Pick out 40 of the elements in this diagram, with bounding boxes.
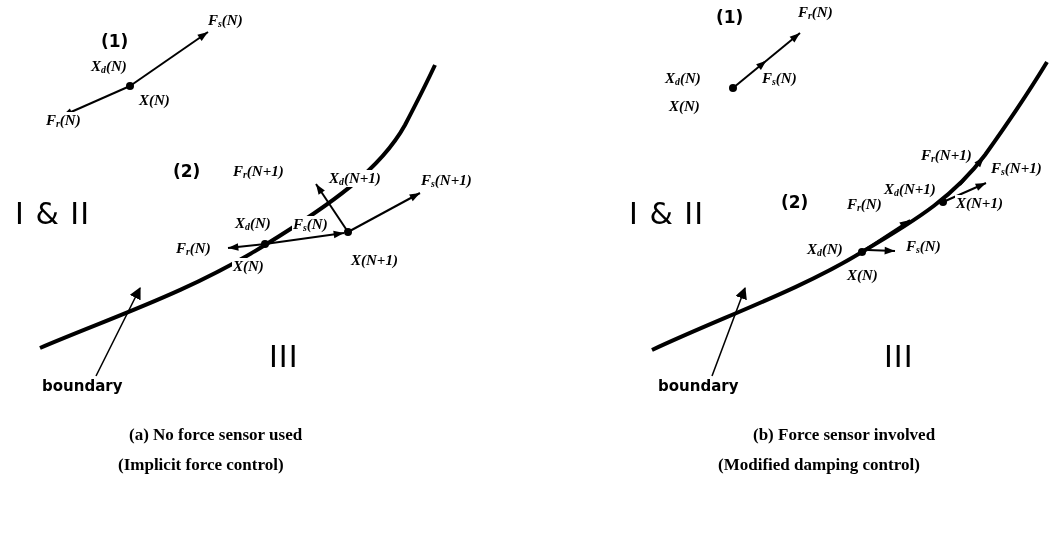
- region-label: I & II: [628, 197, 705, 230]
- figure-caption: (a) No force sensor used: [128, 426, 304, 445]
- variable-label: X$_{d}$(N): [234, 215, 272, 232]
- variable-label: X$_{d}$(N+1): [328, 170, 382, 187]
- variable-label: X(N+1): [350, 252, 399, 269]
- variable-label: F$_{s}$(N): [905, 238, 942, 255]
- leader-line: [711, 286, 747, 377]
- variable-label: X$_{d}$(N): [806, 241, 844, 258]
- variable-label: F$_{s}$(N): [207, 12, 244, 29]
- variable-label: F$_{r}$(N): [45, 112, 82, 129]
- variable-label: X$_{d}$(N): [90, 58, 128, 75]
- step-number: (2): [780, 193, 810, 212]
- variable-label: X(N): [668, 98, 701, 115]
- variable-label: F$_{r}$(N): [846, 196, 883, 213]
- variable-label: X(N): [846, 267, 879, 284]
- region-label: III: [268, 340, 300, 373]
- leader-line: [95, 286, 141, 377]
- variable-label: F$_{r}$(N): [797, 4, 834, 21]
- variable-label: X(N+1): [955, 195, 1004, 212]
- variable-label: F$_{s}$(N+1): [420, 172, 473, 189]
- step-number: (2): [172, 162, 202, 181]
- region-label: I & II: [14, 197, 91, 230]
- variable-label: F$_{s}$(N): [761, 70, 798, 87]
- variable-label: F$_{r}$(N+1): [232, 163, 285, 180]
- step-number: (1): [100, 32, 130, 51]
- variable-label: X(N): [232, 258, 265, 275]
- figure-caption: (Modified damping control): [717, 456, 921, 475]
- region-label: III: [883, 340, 915, 373]
- figure-caption: (Implicit force control): [117, 456, 285, 475]
- variable-label: F$_{s}$(N+1): [990, 160, 1043, 177]
- variable-label: F$_{r}$(N): [175, 240, 212, 257]
- variable-label: F$_{r}$(N+1): [920, 147, 973, 164]
- variable-label: F$_{s}$(N): [292, 216, 329, 233]
- boundary-label: boundary: [42, 378, 123, 395]
- variable-label: X$_{d}$(N): [664, 70, 702, 87]
- step-number: (1): [715, 8, 745, 27]
- variable-label: X$_{d}$(N+1): [883, 181, 937, 198]
- figure-caption: (b) Force sensor involved: [752, 426, 937, 445]
- boundary-label: boundary: [658, 378, 739, 395]
- variable-label: X(N): [138, 92, 171, 109]
